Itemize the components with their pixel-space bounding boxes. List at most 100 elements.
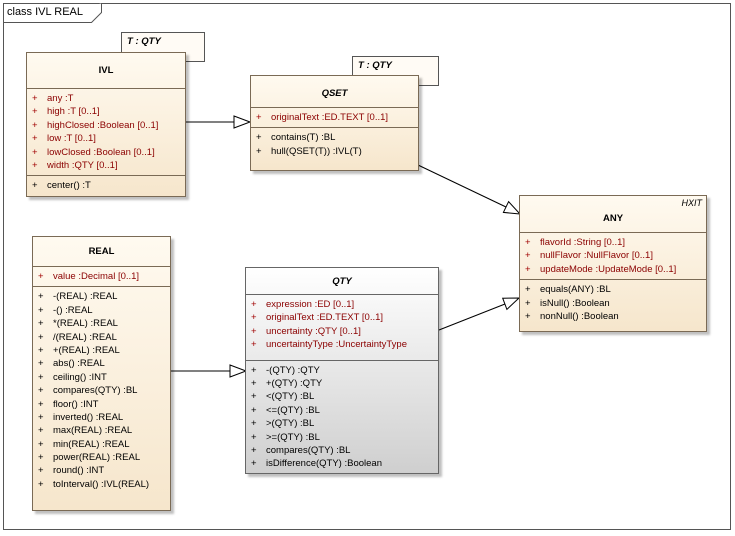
attribute-row[interactable]: +nullFlavor :NullFlavor [0..1] — [520, 249, 706, 262]
operation-row[interactable]: +round() :INT — [33, 464, 170, 477]
class-any[interactable]: HXIT ANY +flavorId :String [0..1]+nullFl… — [519, 195, 707, 332]
attribute-text: width :QTY [0..1] — [47, 159, 118, 171]
attribute-row[interactable]: +low :T [0..1] — [27, 132, 185, 145]
operation-row[interactable]: ++(REAL) :REAL — [33, 344, 170, 357]
visibility-marker: + — [38, 438, 44, 450]
operation-row[interactable]: +nonNull() :Boolean — [520, 310, 706, 323]
visibility-marker: + — [32, 106, 38, 118]
visibility-marker: + — [251, 377, 257, 389]
class-real-header: REAL — [33, 237, 170, 267]
visibility-marker: + — [251, 391, 257, 403]
generalization-qset-any[interactable] — [417, 164, 522, 215]
operation-row[interactable]: +contains(T) :BL — [251, 131, 418, 144]
operation-row[interactable]: +abs() :REAL — [33, 357, 170, 370]
attribute-row[interactable]: +expression :ED [0..1] — [246, 298, 438, 311]
attribute-row[interactable]: +originalText :ED.TEXT [0..1] — [246, 311, 438, 324]
visibility-marker: + — [525, 237, 531, 248]
visibility-marker: + — [525, 297, 531, 309]
attribute-text: uncertainty :QTY [0..1] — [266, 325, 361, 337]
operation-text: round() :INT — [53, 465, 105, 477]
attribute-row[interactable]: + high :T [0..1] — [27, 105, 185, 118]
visibility-marker: + — [256, 132, 262, 144]
attribute-row[interactable]: +flavorId :String [0..1] — [520, 236, 706, 249]
attribute-text: updateMode :UpdateMode [0..1] — [540, 263, 677, 275]
operation-row[interactable]: +*(REAL) :REAL — [33, 317, 170, 330]
attribute-row[interactable]: +lowClosed :Boolean [0..1] — [27, 146, 185, 159]
attribute-text: highClosed :Boolean [0..1] — [47, 119, 159, 131]
operation-text: abs() :REAL — [53, 358, 105, 370]
class-any-header: HXIT ANY — [520, 196, 706, 233]
attribute-row[interactable]: +any :T — [27, 92, 185, 105]
attribute-text: any :T — [47, 93, 74, 104]
operation-row[interactable]: +center() :T — [27, 179, 185, 192]
attribute-row[interactable]: +uncertainty :QTY [0..1] — [246, 325, 438, 338]
operation-row[interactable]: +compares(QTY) :BL — [246, 444, 438, 457]
operation-row[interactable]: +equals(ANY) :BL — [520, 283, 706, 296]
operation-row[interactable]: +floor() :INT — [33, 398, 170, 411]
class-any-name: ANY — [602, 213, 624, 224]
class-ivl[interactable]: IVL +any :T+high :T [0..1]+highClosed :B… — [26, 52, 186, 197]
operation-row[interactable]: +-(QTY) :QTY — [246, 364, 438, 377]
generalization-ivl-qset[interactable] — [186, 115, 252, 129]
class-qty-operations: +-(QTY) :QTY++(QTY) :QTY+<(QTY) :BL+<=(Q… — [246, 361, 438, 474]
operation-text: +(QTY) :QTY — [266, 377, 323, 389]
title-tab-shape — [3, 3, 102, 23]
operation-row[interactable]: +ceiling() :INT — [33, 371, 170, 384]
operation-row[interactable]: +/(REAL) :REAL — [33, 331, 170, 344]
operation-text: /(REAL) :REAL — [53, 331, 117, 343]
class-qset-attributes: +originalText :ED.TEXT [0..1] — [251, 108, 418, 129]
operation-row[interactable]: +toInterval() :IVL(REAL) — [33, 478, 170, 491]
attribute-text: uncertaintyType :UncertaintyType — [266, 339, 407, 351]
operation-row[interactable]: +inverted() :REAL — [33, 411, 170, 424]
class-any-attributes: +flavorId :String [0..1]+nullFlavor :Nul… — [520, 233, 706, 281]
operation-row[interactable]: +isNull() :Boolean — [520, 297, 706, 310]
visibility-marker: + — [32, 146, 38, 158]
operation-row[interactable]: +compares(QTY) :BL — [33, 384, 170, 397]
operation-text: <=(QTY) :BL — [266, 404, 320, 416]
visibility-marker: + — [38, 411, 44, 423]
class-qty[interactable]: QTY +expression :ED [0..1]+originalText … — [245, 267, 439, 474]
class-any-operations: +equals(ANY) :BL+isNull() :Boolean+nonNu… — [520, 280, 706, 326]
visibility-marker: + — [38, 271, 44, 282]
operation-row[interactable]: +power(REAL) :REAL — [33, 451, 170, 464]
class-ivl-name: IVL — [98, 65, 114, 76]
attribute-row[interactable]: +value :Decimal [0..1] — [33, 270, 170, 283]
attribute-row[interactable]: + width :QTY [0..1] — [27, 159, 185, 172]
visibility-marker: + — [32, 133, 38, 145]
attribute-text: originalText :ED.TEXT [0..1] — [271, 112, 389, 123]
diagram-title-tab: class IVL REAL — [3, 3, 102, 23]
operation-row[interactable]: +hull(QSET(T)) :IVL(T) — [251, 145, 418, 158]
visibility-marker: + — [251, 458, 257, 470]
attribute-row[interactable]: +updateMode :UpdateMode [0..1] — [520, 263, 706, 276]
operation-text: max(REAL) :REAL — [53, 425, 133, 437]
visibility-marker: + — [38, 304, 44, 316]
class-qset-header: QSET — [251, 76, 418, 108]
operation-text: power(REAL) :REAL — [53, 452, 141, 464]
operation-text: -(REAL) :REAL — [53, 291, 118, 303]
diagram-title: class IVL REAL — [7, 6, 84, 18]
attribute-row[interactable]: +originalText :ED.TEXT [0..1] — [251, 111, 418, 124]
operation-row[interactable]: +>=(QTY) :BL — [246, 431, 438, 444]
attribute-text: high :T [0..1] — [47, 106, 100, 118]
operation-row[interactable]: + <(QTY) :BL — [246, 390, 438, 403]
class-real[interactable]: REAL +value :Decimal [0..1] +-(REAL) :RE… — [32, 236, 171, 511]
operation-row[interactable]: +>(QTY) :BL — [246, 417, 438, 430]
operation-text: <(QTY) :BL — [266, 391, 315, 403]
class-any-stereotype: HXIT — [681, 198, 702, 208]
operation-row[interactable]: +-(REAL) :REAL — [33, 290, 170, 303]
operation-row[interactable]: +min(REAL) :REAL — [33, 438, 170, 451]
operation-row[interactable]: +-() :REAL — [33, 304, 170, 317]
operation-row[interactable]: +<=(QTY) :BL — [246, 404, 438, 417]
operation-row[interactable]: +isDifference(QTY) :Boolean — [246, 457, 438, 470]
operation-row[interactable]: +max(REAL) :REAL — [33, 424, 170, 437]
generalization-real-qty[interactable] — [171, 364, 248, 378]
visibility-marker: + — [32, 159, 38, 171]
qset-template-label: T : QTY — [358, 60, 392, 71]
class-qset[interactable]: QSET +originalText :ED.TEXT [0..1] +cont… — [250, 75, 419, 171]
operation-row[interactable]: + +(QTY) :QTY — [246, 377, 438, 390]
operation-text: >(QTY) :BL — [266, 418, 315, 430]
attribute-row[interactable]: +highClosed :Boolean [0..1] — [27, 119, 185, 132]
class-qty-attributes: +expression :ED [0..1]+originalText :ED.… — [246, 295, 438, 361]
attribute-row[interactable]: +uncertaintyType :UncertaintyType — [246, 338, 438, 351]
generalization-qty-any[interactable] — [438, 297, 521, 331]
